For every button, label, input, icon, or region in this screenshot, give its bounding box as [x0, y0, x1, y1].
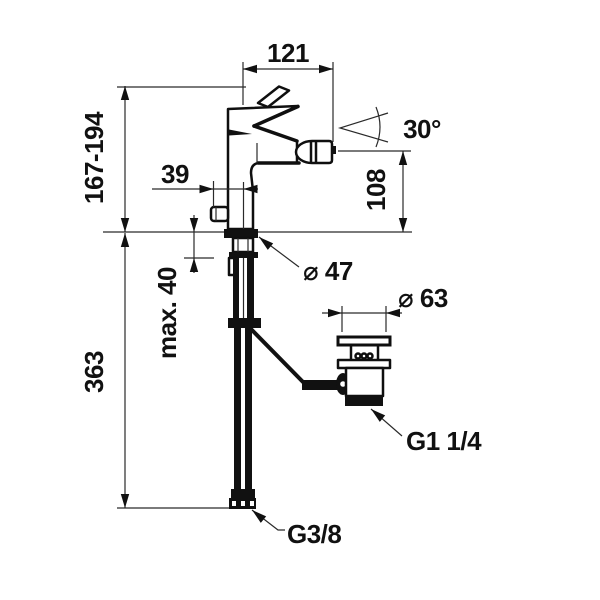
waste-tailpiece [345, 395, 383, 406]
popup-knob [209, 205, 230, 223]
supply-hose-right [247, 258, 254, 318]
dim-108: 108 [338, 150, 411, 232]
waste-lever-rod [302, 380, 340, 390]
dim-max-40-label: max. 40 [152, 267, 182, 359]
waste-body [344, 366, 385, 398]
supply-nut-slot-2 [241, 501, 245, 506]
dim-121-label: 121 [267, 38, 309, 68]
g1-1-4-label: G1 1/4 [406, 426, 482, 456]
hose-end-collar [231, 489, 255, 498]
lower-hose-right [245, 328, 252, 490]
dim-121: 121 [242, 38, 334, 142]
spout-top-edge [252, 124, 299, 143]
diameter-63-label: ⌀ 63 [398, 283, 448, 313]
angle-30-label: 30° [403, 114, 441, 144]
below-deck-assembly [224, 229, 261, 509]
waste-crown-1 [354, 352, 362, 360]
hose-fitting [228, 318, 261, 328]
dim-167-194-label: 167-194 [79, 111, 109, 204]
diameter-47-label: ⌀ 47 [303, 256, 353, 286]
mounting-nut [229, 252, 258, 258]
dim-max-40: max. 40 [152, 215, 214, 359]
angle-30: 30° [337, 106, 442, 148]
base-gasket [224, 229, 258, 238]
handle-lever [256, 85, 291, 109]
waste-crown-2 [360, 352, 368, 360]
supply-hose-left [233, 258, 239, 318]
supply-nut-slot-3 [250, 501, 254, 506]
popup-waste-assembly [247, 325, 392, 406]
dim-363: 363 [79, 233, 229, 509]
lower-hose-left [234, 328, 241, 490]
ball-joint-pivot [340, 381, 346, 387]
dim-diameter-63: ⌀ 63 [322, 283, 448, 332]
dim-108-label: 108 [361, 169, 391, 211]
popup-linkage-rod [247, 325, 306, 385]
aerator [294, 139, 334, 165]
body-joint-wedge [229, 129, 252, 136]
dim-167-194: 167-194 [79, 86, 246, 232]
dim-39: 39 [152, 159, 258, 207]
faucet-outline [226, 104, 300, 231]
g3-8-label: G3/8 [287, 519, 341, 549]
leader-g3-8: G3/8 [251, 509, 342, 549]
waste-plug-cap [336, 335, 392, 347]
leader-diameter-47: ⌀ 47 [258, 236, 353, 286]
dim-39-label: 39 [161, 159, 189, 189]
faucet-body [209, 85, 336, 231]
threaded-shank [231, 236, 255, 254]
waste-crown-3 [366, 352, 374, 360]
supply-nut-slot-1 [232, 501, 236, 506]
dim-363-label: 363 [79, 351, 109, 393]
handle-skirt-edge [252, 104, 300, 128]
leader-g1-1-4: G1 1/4 [370, 408, 483, 456]
aerator-tab [332, 146, 336, 154]
